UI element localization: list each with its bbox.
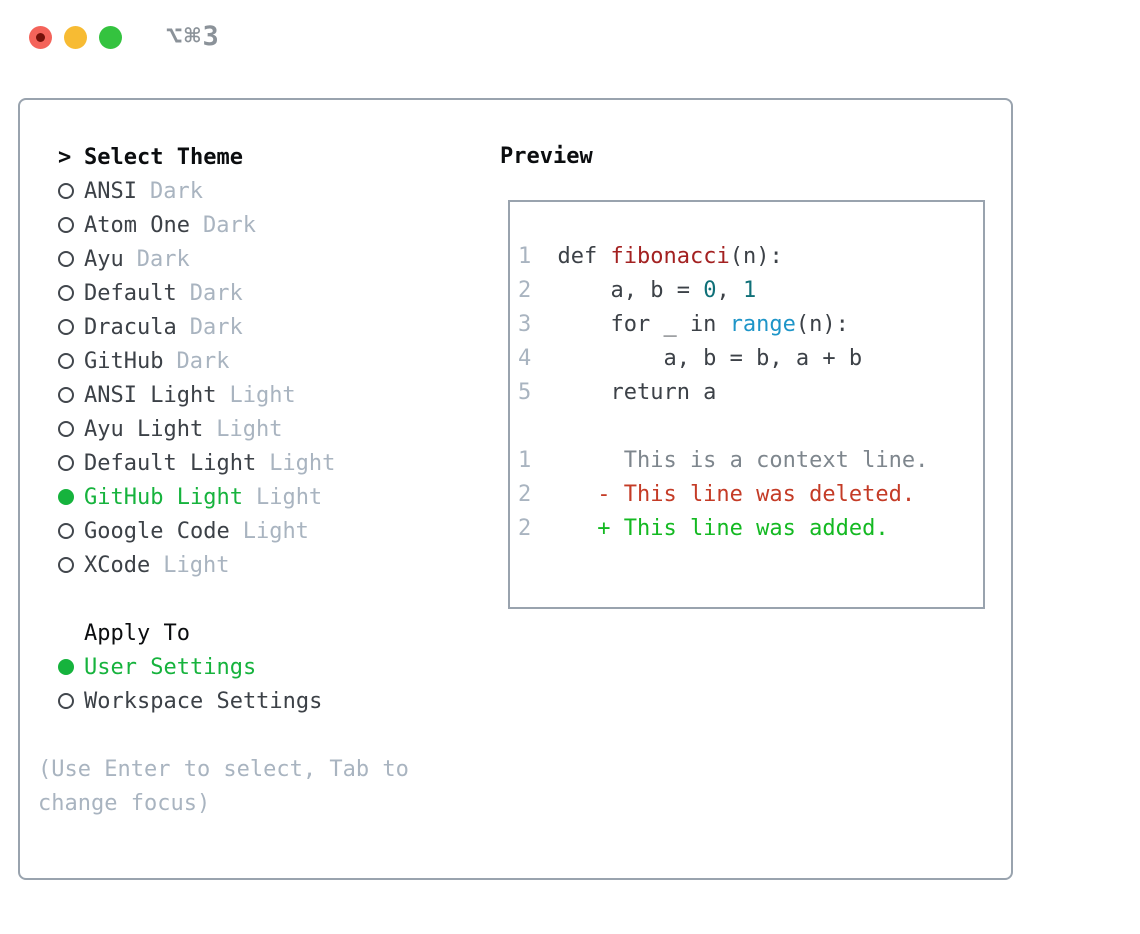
window-hotkey-label: ⌥⌘3 bbox=[166, 21, 221, 52]
theme-option-ansi-light[interactable]: ANSI Light Light bbox=[38, 378, 409, 412]
focus-caret-icon: > bbox=[58, 144, 72, 170]
hint-text-line: (Use Enter to select, Tab to bbox=[38, 756, 409, 782]
theme-option-xcode[interactable]: XCode Light bbox=[38, 548, 409, 582]
theme-option-github-dark[interactable]: GitHub Dark bbox=[38, 344, 409, 378]
radio-selected-icon bbox=[38, 659, 84, 675]
radio-icon bbox=[38, 693, 84, 709]
theme-variant-tag: Dark bbox=[189, 314, 243, 340]
radio-icon bbox=[38, 387, 84, 403]
preview-title: Preview bbox=[500, 144, 593, 169]
code-line: 1 def fibonacci(n): bbox=[518, 240, 983, 274]
theme-variant-tag: Light bbox=[216, 416, 283, 442]
close-button[interactable] bbox=[29, 26, 52, 49]
titlebar: ⌥⌘3 bbox=[0, 0, 1140, 74]
apply-option-user-settings[interactable]: User Settings bbox=[38, 650, 409, 684]
code-line: 3 for _ in range(n): bbox=[518, 308, 983, 342]
diff-context-line: 1 This is a context line. bbox=[518, 444, 983, 478]
radio-selected-icon bbox=[38, 489, 84, 505]
diff-added-line: 2 + This line was added. bbox=[518, 512, 983, 546]
select-theme-header: > Select Theme bbox=[38, 140, 409, 174]
diff-deleted-line: 2 - This line was deleted. bbox=[518, 478, 983, 512]
theme-name: XCode bbox=[84, 552, 151, 578]
theme-option-atom-one-dark[interactable]: Atom One Dark bbox=[38, 208, 409, 242]
theme-variant-tag: Dark bbox=[202, 212, 256, 238]
theme-variant-tag: Light bbox=[163, 552, 230, 578]
line-number: 4 bbox=[518, 346, 532, 371]
theme-option-ansi-dark[interactable]: ANSI Dark bbox=[38, 174, 409, 208]
radio-icon bbox=[38, 455, 84, 471]
line-number: 2 bbox=[518, 482, 532, 507]
line-number: 2 bbox=[518, 516, 532, 541]
line-number: 1 bbox=[518, 448, 532, 473]
theme-name: Dracula bbox=[84, 314, 177, 340]
radio-icon bbox=[38, 251, 84, 267]
code-line: 2 a, b = 0, 1 bbox=[518, 274, 983, 308]
apply-option-workspace-settings[interactable]: Workspace Settings bbox=[38, 684, 409, 718]
theme-name: Default Light bbox=[84, 450, 257, 476]
section-title: Apply To bbox=[84, 620, 190, 646]
theme-option-dracula-dark[interactable]: Dracula Dark bbox=[38, 310, 409, 344]
theme-name: ANSI bbox=[84, 178, 137, 204]
theme-name: GitHub Light bbox=[84, 484, 243, 510]
hint-text-line: change focus) bbox=[38, 790, 211, 816]
minimize-button[interactable] bbox=[64, 26, 87, 49]
theme-name: Google Code bbox=[84, 518, 230, 544]
theme-name: Ayu Light bbox=[84, 416, 204, 442]
line-number: 2 bbox=[518, 278, 532, 303]
radio-icon bbox=[38, 285, 84, 301]
theme-option-github-light[interactable]: GitHub Light Light bbox=[38, 480, 409, 514]
theme-variant-tag: Light bbox=[242, 518, 309, 544]
code-line: 5 return a bbox=[518, 376, 983, 410]
line-number bbox=[518, 410, 531, 444]
theme-option-ayu-light[interactable]: Ayu Light Light bbox=[38, 412, 409, 446]
spacer bbox=[38, 582, 409, 616]
theme-name: GitHub bbox=[84, 348, 164, 374]
theme-name: Atom One bbox=[84, 212, 190, 238]
apply-to-header: Apply To bbox=[38, 616, 409, 650]
radio-icon bbox=[38, 183, 84, 199]
theme-variant-tag: Light bbox=[229, 382, 296, 408]
theme-name: ANSI Light bbox=[84, 382, 217, 408]
radio-icon bbox=[38, 217, 84, 233]
theme-list: > Select Theme ANSI Dark Atom One Dark A… bbox=[38, 140, 409, 820]
theme-variant-tag: Dark bbox=[189, 280, 243, 306]
theme-option-default-light[interactable]: Default Light Light bbox=[38, 446, 409, 480]
line-number: 5 bbox=[518, 380, 532, 405]
line-number: 3 bbox=[518, 312, 532, 337]
theme-option-ayu-dark[interactable]: Ayu Dark bbox=[38, 242, 409, 276]
preview-box: 1 def fibonacci(n): 2 a, b = 0, 1 3 for … bbox=[508, 200, 985, 609]
line-number: 1 bbox=[518, 244, 532, 269]
code-line: 4 a, b = b, a + b bbox=[518, 342, 983, 376]
theme-variant-tag: Light bbox=[269, 450, 336, 476]
theme-option-google-code[interactable]: Google Code Light bbox=[38, 514, 409, 548]
theme-name: Default bbox=[84, 280, 177, 306]
radio-icon bbox=[38, 353, 84, 369]
apply-option-label: Workspace Settings bbox=[84, 688, 323, 714]
blank-line bbox=[518, 410, 983, 444]
theme-variant-tag: Light bbox=[255, 484, 323, 510]
radio-icon bbox=[38, 523, 84, 539]
radio-icon bbox=[38, 421, 84, 437]
radio-icon bbox=[38, 557, 84, 573]
zoom-button[interactable] bbox=[99, 26, 122, 49]
theme-option-default-dark[interactable]: Default Dark bbox=[38, 276, 409, 310]
theme-variant-tag: Dark bbox=[149, 178, 203, 204]
section-title: Select Theme bbox=[84, 144, 243, 170]
spacer bbox=[38, 718, 409, 752]
theme-variant-tag: Dark bbox=[136, 246, 190, 272]
apply-option-label: User Settings bbox=[84, 654, 257, 680]
theme-variant-tag: Dark bbox=[176, 348, 230, 374]
radio-icon bbox=[38, 319, 84, 335]
theme-selector-panel: > Select Theme ANSI Dark Atom One Dark A… bbox=[18, 98, 1013, 880]
theme-name: Ayu bbox=[84, 246, 124, 272]
